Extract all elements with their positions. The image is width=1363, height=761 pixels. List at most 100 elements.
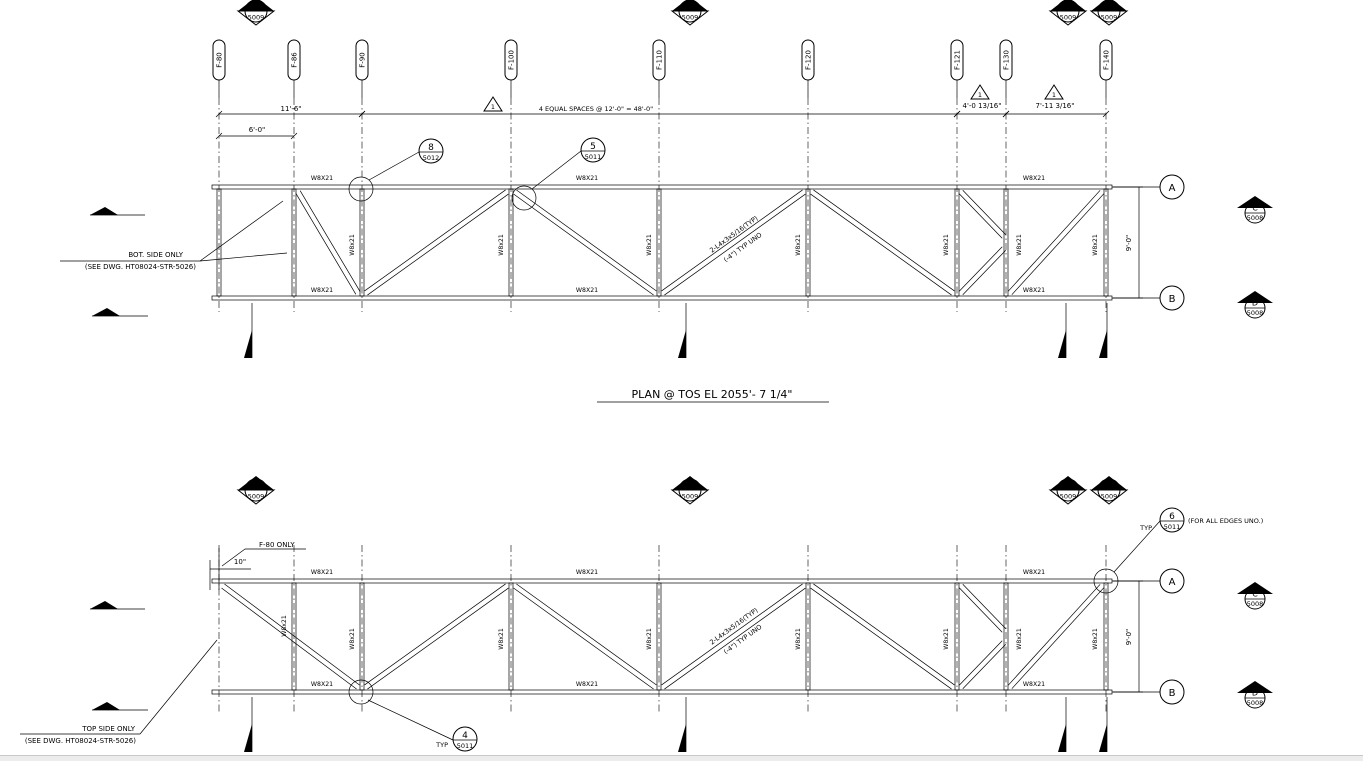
grid-label: F-86 — [291, 52, 299, 68]
brace-angle — [958, 246, 1003, 292]
detail-8-bubble — [418, 138, 444, 164]
revision-mark: 1 — [978, 91, 982, 99]
section-marker-top-sheet: 5009 — [248, 493, 265, 501]
dim-tick — [290, 132, 298, 140]
brace-angle — [364, 583, 506, 686]
brace-angle — [516, 189, 657, 292]
section-marker-top-letter: N — [687, 2, 693, 12]
dim-label: 6'-0" — [249, 126, 266, 134]
section-marker-top-bubble — [244, 478, 268, 502]
brace-angle — [810, 193, 952, 296]
brace-angle — [364, 189, 506, 292]
section-marker-top-sheet: 5009 — [1101, 14, 1118, 22]
brace-angle — [516, 583, 657, 686]
section-cut-arrow — [1099, 724, 1107, 752]
section-marker-right-wedge — [1237, 582, 1273, 594]
section-marker-top-sheet: 5009 — [1101, 493, 1118, 501]
detail-8-number: 8 — [428, 143, 434, 153]
plan-title: PLAN @ TOS EL 2055'- 7 1/4" — [632, 388, 793, 401]
note-top-ref: (SEE DWG. HT08024-STR-5026) — [25, 737, 136, 745]
section-cut-arrow — [244, 330, 252, 358]
grid-label: F-80 — [216, 52, 224, 67]
member-label: W8x21 — [1016, 628, 1023, 650]
section-marker-top-letter: U — [253, 481, 259, 491]
member-label: W8X21 — [576, 175, 598, 182]
section-marker-top-bubble — [678, 0, 702, 23]
girder — [359, 188, 365, 297]
section-marker-right-wedge — [1237, 681, 1273, 693]
section-marker-top-bubble — [1097, 478, 1121, 502]
member-label: W8x21 — [498, 628, 505, 650]
girder — [508, 188, 514, 297]
note-leader — [221, 548, 246, 567]
brace-angle — [664, 193, 806, 296]
detail-6-sheet: 5011 — [1164, 523, 1181, 531]
member-label: W8x21 — [646, 234, 653, 256]
grid-label: F-140 — [1103, 50, 1111, 70]
girder — [1003, 188, 1009, 297]
girder — [656, 188, 662, 297]
member-label: W8X21 — [311, 681, 333, 688]
section-marker-top-bubble — [678, 478, 702, 502]
brace-angle — [664, 587, 806, 690]
section-marker-right-sheet: 5008 — [1247, 309, 1264, 317]
marker-wedge — [672, 0, 708, 11]
dim-tick — [1002, 110, 1010, 118]
note-f80-only: F-80 ONLY — [259, 541, 295, 549]
beam-row-a — [211, 184, 1113, 190]
detail-4-sheet: 5011 — [457, 742, 474, 750]
brace-angle — [367, 587, 509, 690]
detail-4-bubble — [452, 726, 478, 752]
brace-angle — [1011, 587, 1105, 689]
brace-angle — [958, 193, 1003, 239]
dim-label: 11'-6" — [280, 105, 301, 113]
note-bot-ref: (SEE DWG. HT08024-STR-5026) — [85, 263, 196, 271]
detail-leader — [368, 151, 420, 181]
row-label: A — [1169, 577, 1176, 588]
section-marker-top-bubble — [1056, 478, 1080, 502]
brace-angle — [1007, 190, 1101, 292]
member-label: W8X21 — [576, 569, 598, 576]
member-label: W8x21 — [943, 234, 950, 256]
member-label: W8x21 — [498, 234, 505, 256]
section-marker-right-letter: C — [1252, 590, 1258, 599]
member-label: W8x21 — [1092, 234, 1099, 256]
dim-tick — [215, 132, 223, 140]
grid-label: F-120 — [805, 50, 813, 70]
revision-mark: 1 — [491, 103, 495, 111]
member-label: W8x21 — [943, 628, 950, 650]
section-marker-right-wedge — [1237, 291, 1273, 303]
section-marker-top-sheet: 5009 — [682, 14, 699, 22]
dim-label: 4'-0 13/16" — [963, 102, 1002, 110]
detail-4-number: 4 — [462, 731, 468, 741]
detail-leader — [1113, 520, 1161, 573]
girder — [954, 582, 960, 691]
marker-wedge — [1050, 476, 1086, 490]
revision-triangle — [483, 96, 503, 112]
member-label: W8x21 — [1092, 628, 1099, 650]
dim-label: 4 EQUAL SPACES @ 12'-0" = 48'-0" — [539, 105, 653, 113]
section-marker-right-sheet: 5008 — [1247, 699, 1264, 707]
section-cut-arrow — [678, 330, 686, 358]
detail-5-bubble — [580, 137, 606, 163]
member-label: W8x21 — [349, 234, 356, 256]
girder — [359, 582, 365, 691]
detail-callout-circle — [511, 185, 537, 211]
section-marker-top-letter: N — [687, 481, 693, 491]
member-label: W8x21 — [646, 628, 653, 650]
section-marker-top-letter: U — [253, 2, 259, 12]
brace-angle — [962, 249, 1007, 295]
grid-label: F-130 — [1003, 50, 1011, 70]
section-cut-arrow — [244, 724, 252, 752]
note-top-side: TOP SIDE ONLY — [81, 725, 135, 733]
brace-angle — [813, 189, 955, 292]
row-bubble — [1159, 568, 1185, 594]
brace-angle — [962, 190, 1007, 236]
girder — [656, 582, 662, 691]
detail-callout-circle — [348, 176, 374, 202]
section-marker-top-letter: M — [1064, 2, 1071, 12]
brace-angle — [1011, 193, 1105, 295]
